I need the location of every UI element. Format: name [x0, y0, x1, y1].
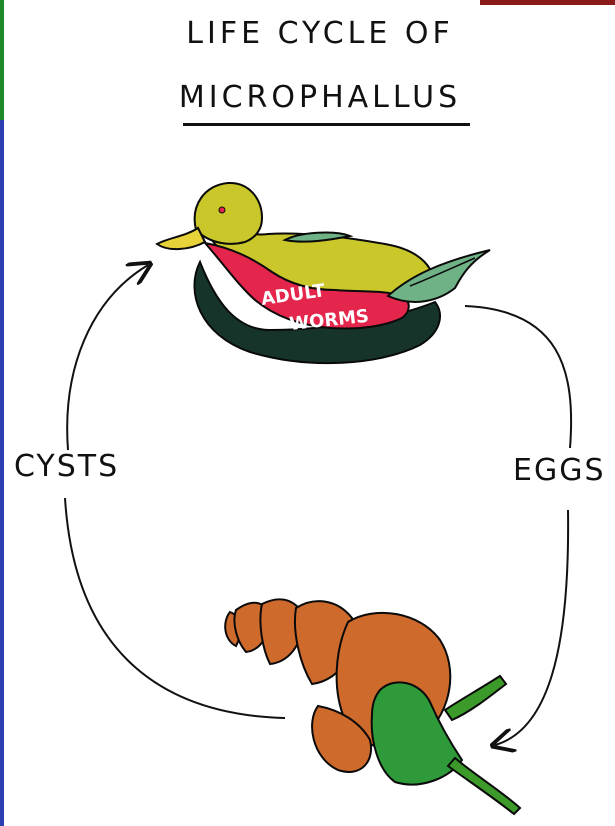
duck-eye: [219, 207, 225, 213]
duck-illustration: [157, 183, 490, 363]
duck-bill: [157, 228, 205, 249]
cysts-label: CYSTS: [14, 449, 119, 484]
snail-illustration: [225, 599, 520, 814]
duck-head: [195, 183, 262, 244]
snail-tentacle-up: [445, 676, 506, 720]
snail-stalk-down: [448, 758, 520, 814]
eggs-arrow-top: [465, 306, 571, 448]
eggs-label: EGGS: [513, 453, 606, 488]
cysts-arrow-top: [67, 265, 148, 450]
eggs-arrow-bottom: [495, 510, 568, 745]
